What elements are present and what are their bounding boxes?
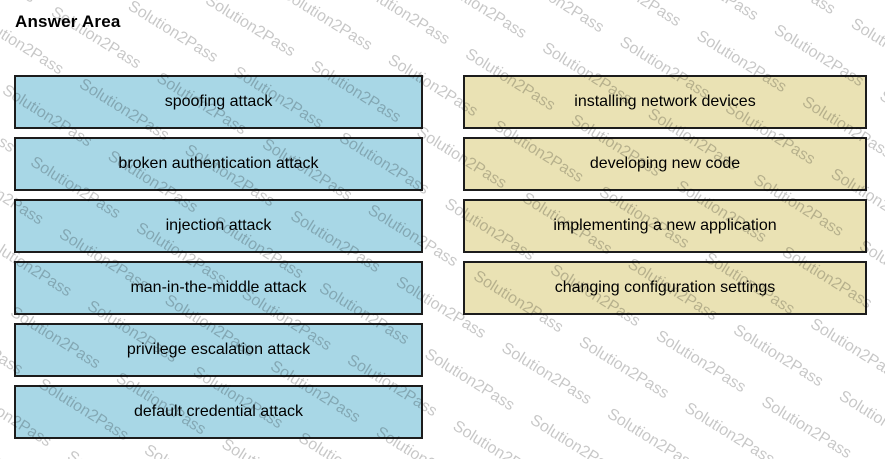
target-label: changing configuration settings — [554, 279, 776, 296]
option-label: default credential attack — [134, 403, 303, 420]
attack-options-column: spoofing attack broken authentication at… — [14, 75, 423, 439]
option-label: broken authentication attack — [118, 155, 319, 172]
page-title: Answer Area — [15, 12, 121, 31]
option-label: man-in-the-middle attack — [130, 279, 307, 296]
option-box-injection-attack[interactable]: injection attack — [14, 199, 423, 253]
target-label: installing network devices — [574, 93, 756, 110]
option-box-default-credential-attack[interactable]: default credential attack — [14, 385, 423, 439]
option-box-spoofing-attack[interactable]: spoofing attack — [14, 75, 423, 129]
option-label: spoofing attack — [164, 93, 273, 110]
option-box-broken-authentication-attack[interactable]: broken authentication attack — [14, 137, 423, 191]
target-box-implementing-a-new-application[interactable]: implementing a new application — [463, 199, 867, 253]
option-box-man-in-the-middle-attack[interactable]: man-in-the-middle attack — [14, 261, 423, 315]
option-label: privilege escalation attack — [126, 341, 311, 358]
target-label: developing new code — [589, 155, 741, 172]
target-label: implementing a new application — [553, 217, 777, 234]
option-label: injection attack — [165, 217, 272, 234]
target-box-installing-network-devices[interactable]: installing network devices — [463, 75, 867, 129]
activity-targets-column: installing network devices developing ne… — [463, 75, 867, 315]
target-box-developing-new-code[interactable]: developing new code — [463, 137, 867, 191]
target-box-changing-configuration-settings[interactable]: changing configuration settings — [463, 261, 867, 315]
option-box-privilege-escalation-attack[interactable]: privilege escalation attack — [14, 323, 423, 377]
